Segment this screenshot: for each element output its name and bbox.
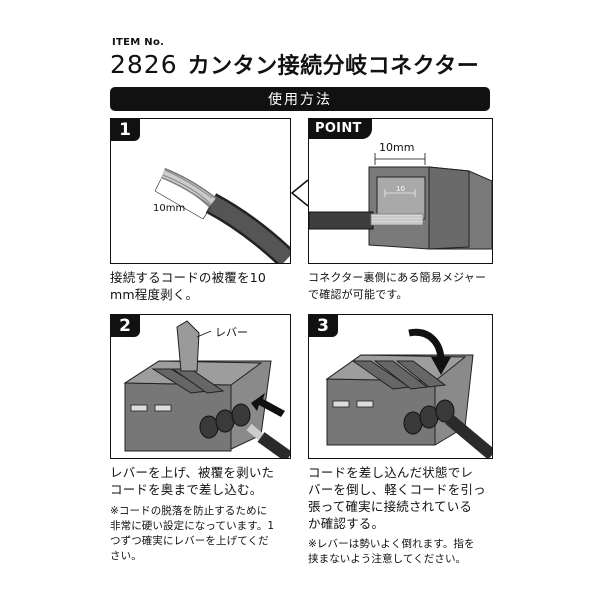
ruler-label: 10 [396,185,405,193]
step-3-note: ※レバーは勢いよく倒れます。指を 挟まないよう注意してください。 [308,537,502,567]
caption-line: mm程度剥く。 [110,287,199,302]
caption-line: レバーを上げ、被覆を剥いた [110,465,275,480]
step-2-caption: レバーを上げ、被覆を剥いた コードを奥まで差し込む。 [110,464,302,498]
note-line: さい。 [110,550,142,562]
caption-line: か確認する。 [308,516,385,531]
step-1-panel: 1 10mm [110,118,291,264]
note-line: ※コードの脱落を防止するために [110,505,268,517]
measure-label: 10mm [379,141,415,154]
stripped-wire-illustration [154,167,290,263]
caption-line: コネクター裏側にある簡易メジャー [308,271,487,284]
note-line: ※レバーは勢いよく倒れます。指を [308,538,475,550]
connector-measure-illustration [309,153,492,250]
note-line: つずつ確実にレバーを上げてくだ [110,535,269,547]
point-caption: コネクター裏側にある簡易メジャー で確認が可能です。 [308,269,500,303]
step-1-caption: 接続するコードの被覆を10 mm程度剥く。 [110,269,300,303]
step-number-badge: 2 [111,315,140,337]
measure-label: 10mm [153,203,186,214]
step-2-note: ※コードの脱落を防止するために 非常に硬い設定になっています。1 つずつ確実にレ… [110,504,304,564]
step-number-badge: 1 [111,119,140,141]
page-title: 2826 カンタン接続分岐コネクター [110,48,479,80]
product-name: カンタン接続分岐コネクター [187,54,480,79]
caption-line: コードを奥まで差し込む。 [110,482,263,497]
section-title: 使用方法 [268,92,332,108]
product-number: 2826 [110,50,178,79]
connector-insert-illustration [123,320,290,458]
note-line: 挟まないよう注意してください。 [308,553,467,565]
caption-line: バーを倒し、軽くコードを引っ [308,482,486,497]
step-3-panel: 3 [308,314,493,459]
caption-line: 接続するコードの被覆を10 [110,270,267,285]
caption-line: で確認が可能です。 [308,288,408,301]
item-number-label: ITEM No. [112,37,165,48]
section-header: 使用方法 [110,87,490,111]
note-line: 非常に硬い設定になっています。1 [110,520,275,532]
caption-line: 張って確実に接続されている [308,499,473,514]
connector-close-lever-illustration [325,328,492,458]
caption-line: コードを差し込んだ状態でレ [308,465,474,480]
step-3-caption: コードを差し込んだ状態でレ バーを倒し、軽くコードを引っ 張って確実に接続されて… [308,464,500,532]
point-panel: POINT 10mm 10 [308,118,493,264]
lever-label: レバー [215,326,248,339]
step-2-panel: 2 レバー [110,314,291,459]
point-badge: POINT [309,119,372,139]
step-number-badge: 3 [309,315,338,337]
